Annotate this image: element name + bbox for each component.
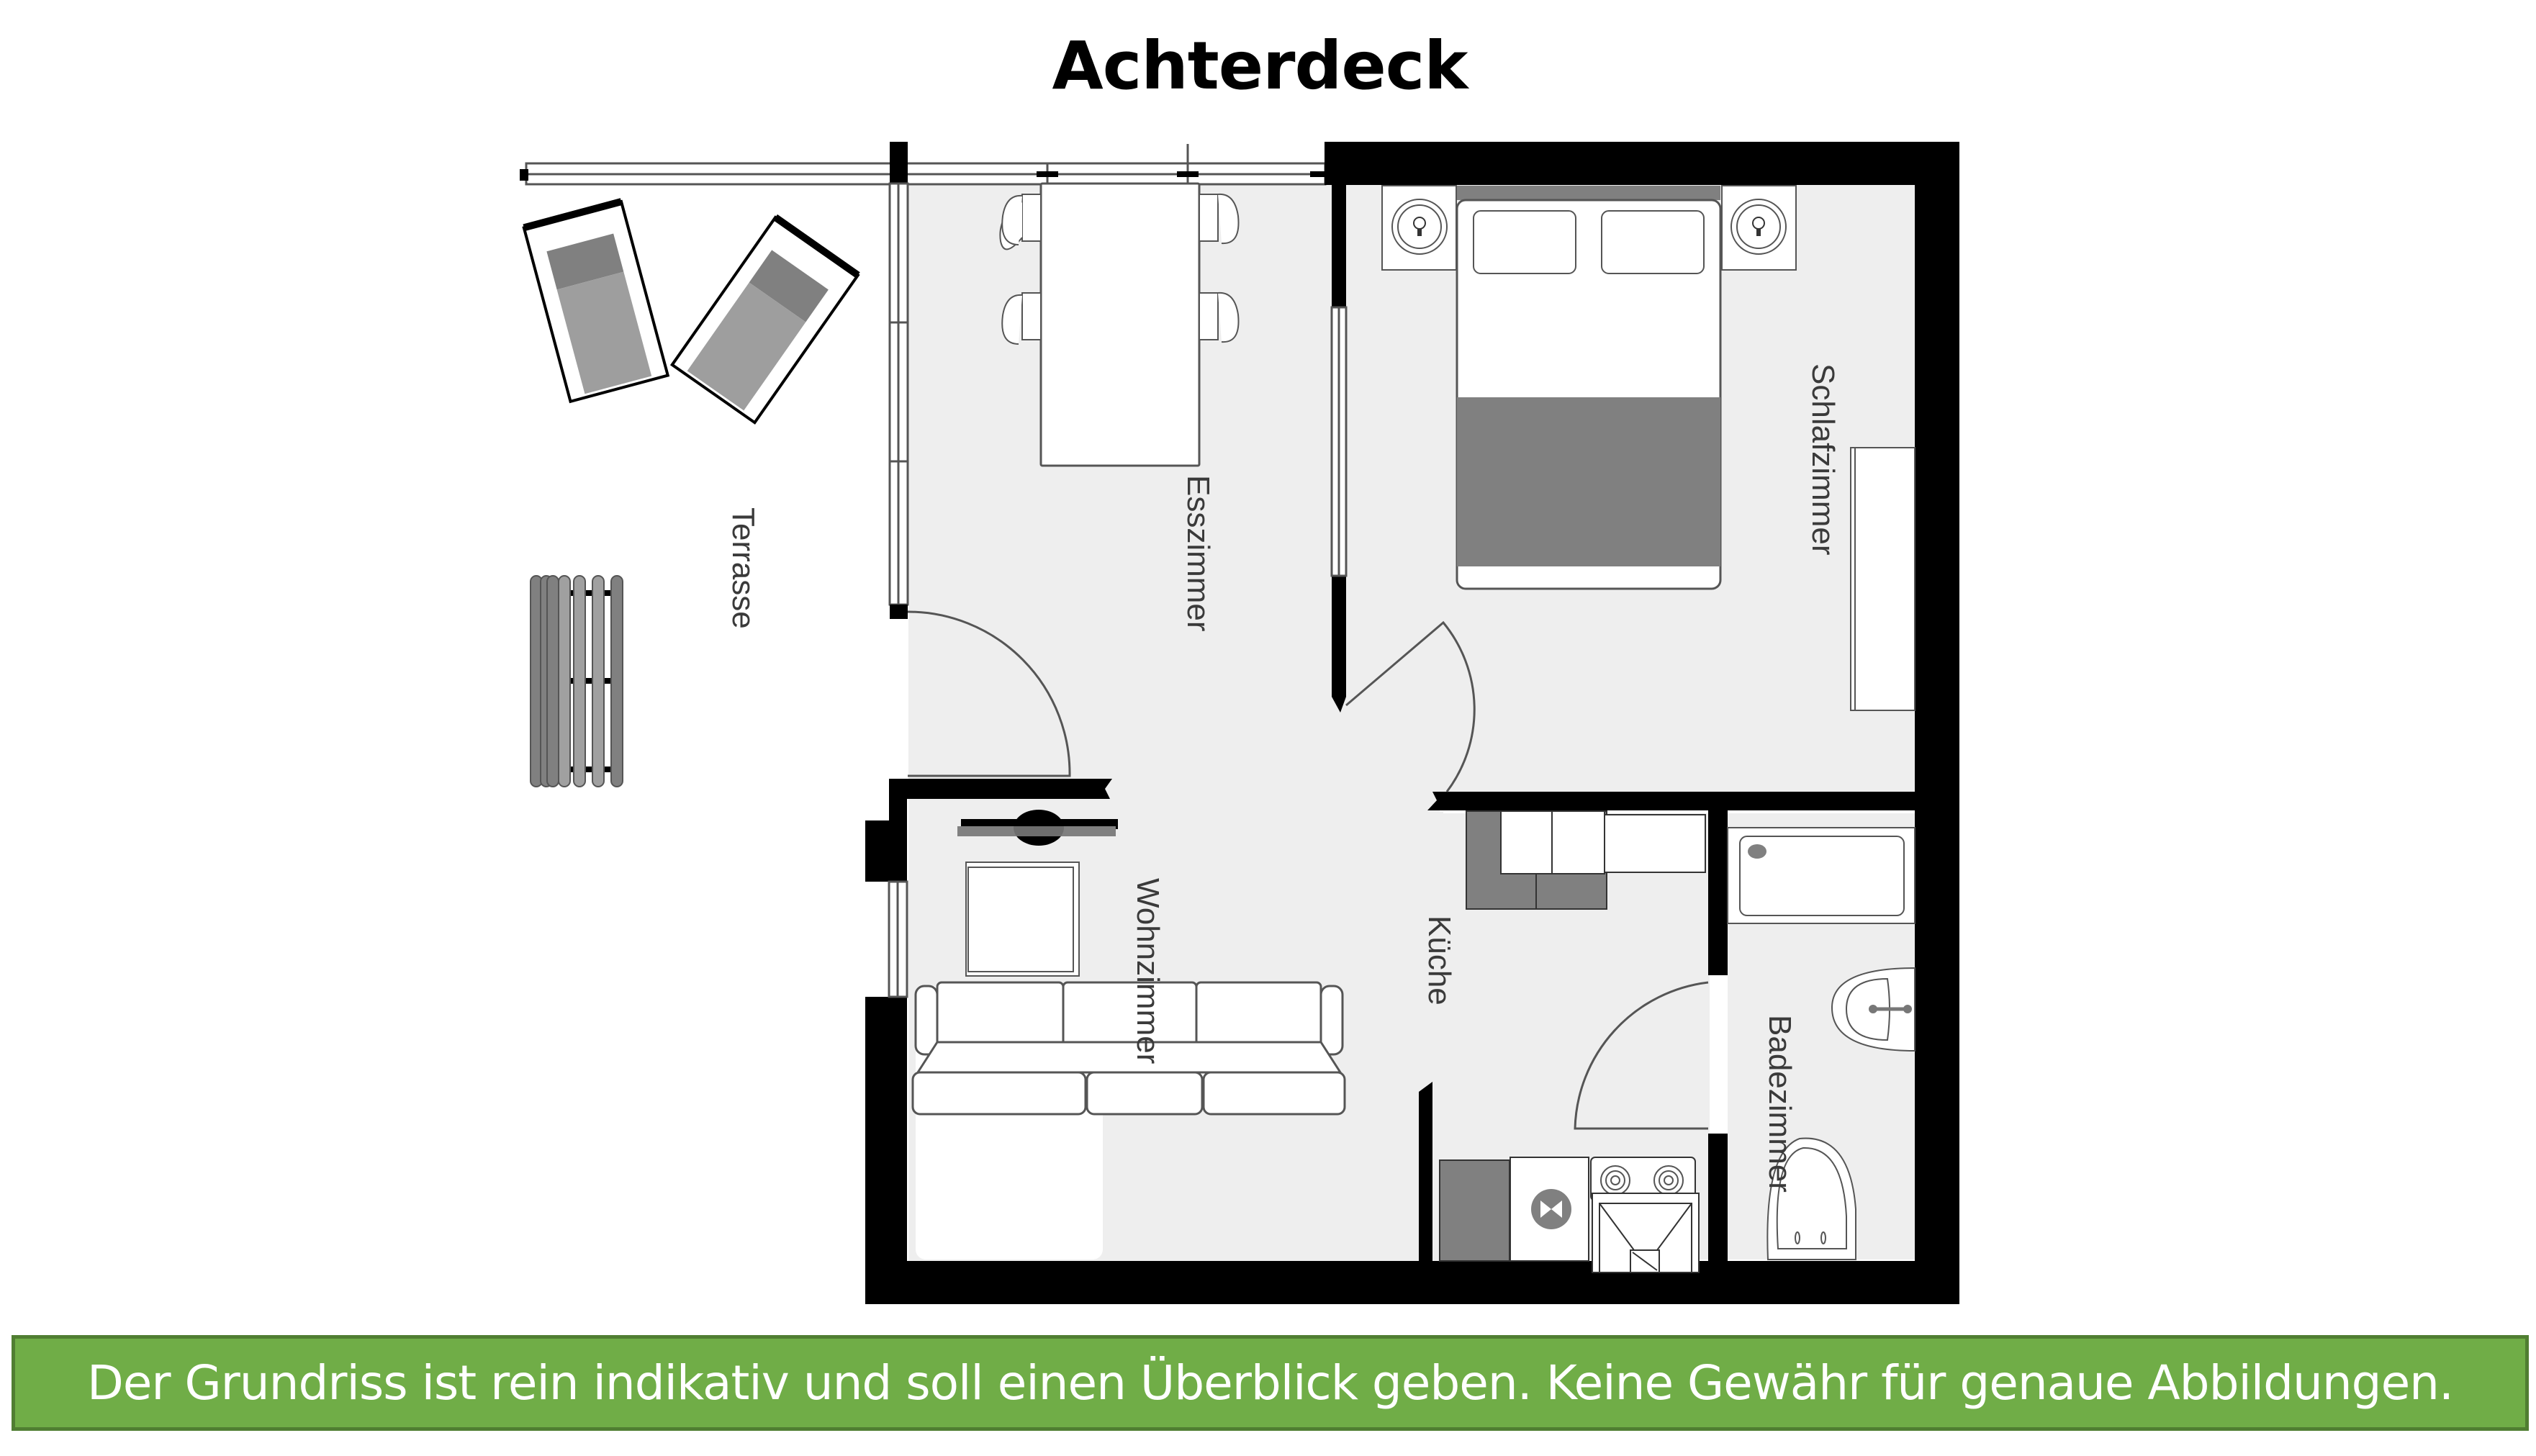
washbasin: [1831, 967, 1915, 1052]
pillow: [1601, 210, 1705, 274]
wall-bedroom-left-lower: [1332, 576, 1346, 713]
sun-lounger-2: [669, 214, 860, 425]
wall-bottom: [865, 1261, 1959, 1304]
door-terrasse: [907, 610, 1071, 777]
double-bed: [1456, 186, 1722, 590]
label-badezimmer: Badezimmer: [1762, 1015, 1797, 1193]
terrace-railing: [520, 144, 1327, 186]
wardrobe: [1850, 447, 1915, 711]
label-terrasse: Terrasse: [726, 507, 761, 629]
plan-title: Achterdeck: [1052, 27, 1468, 104]
sink: [1592, 1193, 1700, 1273]
wall-living-left-lower: [865, 997, 905, 1304]
wall-living-top: [889, 779, 1112, 812]
corner-post: [890, 142, 908, 184]
label-esszimmer: Esszimmer: [1181, 475, 1216, 632]
wall-bath-left-lower: [1708, 1134, 1728, 1263]
label-wohnzimmer: Wohnzimmer: [1130, 878, 1165, 1064]
wall-right: [1915, 142, 1959, 1304]
wall-bedroom-bottom: [1427, 792, 1959, 810]
wohnzimmer-window: [888, 880, 908, 998]
wall-top: [1325, 142, 1959, 185]
doors: [907, 610, 1709, 1130]
pillow: [1473, 210, 1576, 274]
disclaimer-text: Der Grundriss ist rein indikativ und sol…: [86, 1355, 2454, 1411]
label-kueche: Küche: [1422, 915, 1457, 1005]
esszimmer-left-wall-stub: [890, 605, 908, 619]
disclaimer-banner: Der Grundriss ist rein indikativ und sol…: [12, 1335, 2529, 1431]
shower-tray: [1727, 827, 1915, 924]
three-seat-sofa: [911, 981, 1346, 1260]
terrace-bench: [530, 575, 623, 787]
kitchen-upper-counter: [1466, 810, 1706, 910]
door-schlafzimmer: [1345, 620, 1476, 792]
nightstand-right: [1721, 185, 1797, 271]
schlafzimmer-left-window: [1330, 306, 1348, 577]
kitchen-lower-counter: [1439, 1157, 1700, 1273]
dining-chairs: [999, 193, 1240, 345]
dining-table: [1039, 182, 1201, 467]
wall-bath-left-upper: [1708, 792, 1728, 975]
nightstand-left: [1381, 185, 1457, 271]
sun-lounger-1: [522, 198, 670, 404]
armchair: [965, 862, 1080, 977]
toilet: [1766, 1137, 1856, 1260]
wall-bedroom-left-upper: [1332, 142, 1346, 307]
wall-living-left-bulge: [865, 820, 905, 882]
wall-kitchen-left: [1419, 1082, 1432, 1261]
label-schlafzimmer: Schlafzimmer: [1805, 363, 1841, 556]
walls: [865, 142, 1959, 1304]
esszimmer-left-window: [888, 182, 909, 606]
door-badezimmer: [1574, 981, 1709, 1130]
tv: [957, 810, 1118, 846]
